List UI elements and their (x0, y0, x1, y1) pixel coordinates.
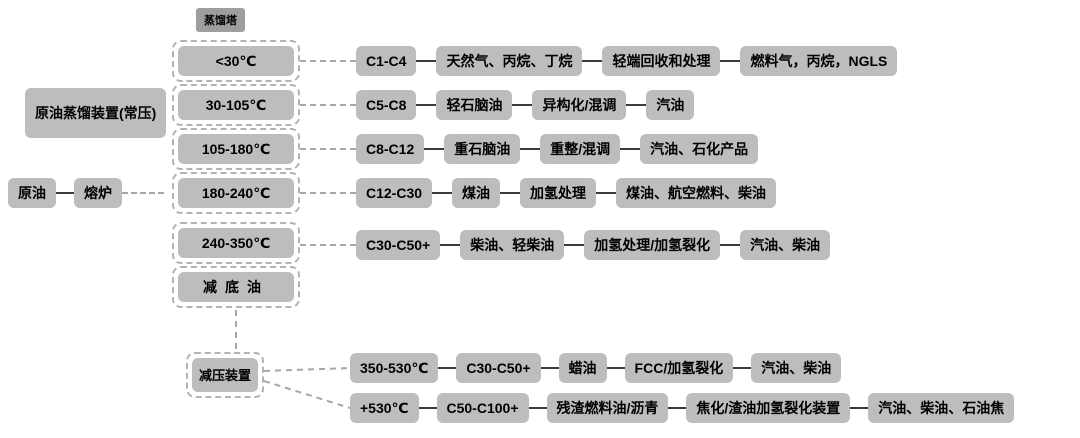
product-box: 轻石脑油 (436, 90, 513, 120)
connector-dashed (300, 148, 356, 150)
tower-section: 180-240℃ (172, 172, 300, 214)
tower-section: 减底油 (172, 266, 300, 308)
process-box: FCC/加氢裂化 (624, 353, 734, 383)
temp-box: 30-105℃ (178, 90, 294, 120)
furnace-box: 熔炉 (74, 178, 122, 208)
vacuum-unit: 减压装置 (186, 352, 264, 398)
connector-dashed (300, 244, 356, 246)
carbon-range-box: C12-C30 (356, 178, 433, 208)
connector-solid (418, 407, 437, 409)
process-box: 加氢处理/加氢裂化 (584, 230, 721, 260)
connector-vacuum-row2 (263, 380, 351, 409)
connector-solid (440, 244, 461, 246)
product-box: 天然气、丙烷、丁烷 (436, 46, 583, 76)
tower-section: 105-180℃ (172, 128, 300, 170)
connector-solid (850, 407, 869, 409)
connector-dashed (300, 104, 356, 106)
connector-solid (668, 407, 687, 409)
product-box: 煤油 (452, 178, 501, 208)
carbon-range-box: C1-C4 (356, 46, 417, 76)
vacuum-unit-box: 减压装置 (192, 358, 258, 392)
connector-solid (733, 367, 752, 369)
atmospheric-unit-label: 原油蒸馏装置(常压) (25, 88, 167, 138)
vacuum-fraction-row: 350-530℃ C30-C50+ 蜡油 FCC/加氢裂化 汽油、柴油 (350, 351, 842, 385)
tower-section: 30-105℃ (172, 84, 300, 126)
carbon-range-box: C5-C8 (356, 90, 417, 120)
vacuum-fraction-row: +530℃ C50-C100+ 残渣燃料油/沥青 焦化/渣油加氢裂化装置 汽油、… (350, 391, 1015, 425)
carbon-range-box: C30-C50+ (356, 230, 441, 260)
fraction-row: C30-C50+ 柴油、轻柴油 加氢处理/加氢裂化 汽油、柴油 (300, 228, 831, 262)
process-box: 焦化/渣油加氢裂化装置 (686, 393, 851, 423)
connector-dashed (300, 192, 356, 194)
connector-solid (416, 104, 437, 106)
connector-solid (424, 148, 445, 150)
connector-dashed (300, 60, 356, 62)
carbon-range-box: C8-C12 (356, 134, 425, 164)
carbon-range-box: C50-C100+ (436, 393, 529, 423)
process-box: 异构化/混调 (532, 90, 627, 120)
connector-dashed (122, 192, 164, 194)
output-box: 汽油、柴油 (740, 230, 831, 260)
product-box: 重石脑油 (444, 134, 521, 164)
product-box: 柴油、轻柴油 (460, 230, 565, 260)
tower-tag: 蒸馏塔 (196, 8, 245, 32)
product-box: 残渣燃料油/沥青 (546, 393, 669, 423)
carbon-range-box: C30-C50+ (456, 353, 541, 383)
connector-solid (438, 367, 457, 369)
connector-solid (540, 367, 559, 369)
connector-solid (606, 367, 625, 369)
temp-box: 105-180℃ (178, 134, 294, 164)
output-box: 燃料气，丙烷，NGLS (740, 46, 898, 76)
connector-solid (416, 60, 437, 62)
bottom-oil-box: 减底油 (178, 272, 294, 302)
temp-box: 240-350℃ (178, 228, 294, 258)
connector-solid (512, 104, 533, 106)
temp-box: 180-240℃ (178, 178, 294, 208)
connector-solid (520, 148, 541, 150)
connector-solid (528, 407, 547, 409)
connector-solid (720, 60, 741, 62)
distillation-tower: <30℃ 30-105℃ 105-180℃ 180-240℃ 240-350℃ … (172, 40, 300, 310)
connector-vacuum-row1 (263, 367, 351, 372)
connector-solid (500, 192, 521, 194)
process-box: 轻端回收和处理 (602, 46, 721, 76)
fraction-row: C5-C8 轻石脑油 异构化/混调 汽油 (300, 88, 695, 122)
output-box: 汽油、石化产品 (640, 134, 759, 164)
fraction-row: C12-C30 煤油 加氢处理 煤油、航空燃料、柴油 (300, 176, 777, 210)
connector-solid (432, 192, 453, 194)
output-box: 汽油、柴油 (751, 353, 842, 383)
connector-solid (564, 244, 585, 246)
process-box: 重整/混调 (540, 134, 621, 164)
crude-oil-box: 原油 (8, 178, 56, 208)
tower-section: <30℃ (172, 40, 300, 82)
connector-solid (620, 148, 641, 150)
temp-box: +530℃ (350, 393, 419, 423)
fraction-row: C1-C4 天然气、丙烷、丁烷 轻端回收和处理 燃料气，丙烷，NGLS (300, 44, 898, 78)
output-box: 煤油、航空燃料、柴油 (616, 178, 777, 208)
output-box: 汽油 (646, 90, 695, 120)
connector-solid (596, 192, 617, 194)
connector-solid (582, 60, 603, 62)
connector-solid (56, 192, 74, 194)
fraction-row: C8-C12 重石脑油 重整/混调 汽油、石化产品 (300, 132, 759, 166)
product-box: 蜡油 (558, 353, 607, 383)
connector-solid (626, 104, 647, 106)
temp-box: <30℃ (178, 46, 294, 76)
connector-solid (720, 244, 741, 246)
output-box: 汽油、柴油、石油焦 (868, 393, 1015, 423)
temp-box: 350-530℃ (350, 353, 439, 383)
feed-row: 原油 熔炉 (8, 176, 164, 210)
tower-section: 240-350℃ (172, 222, 300, 264)
process-box: 加氢处理 (520, 178, 597, 208)
